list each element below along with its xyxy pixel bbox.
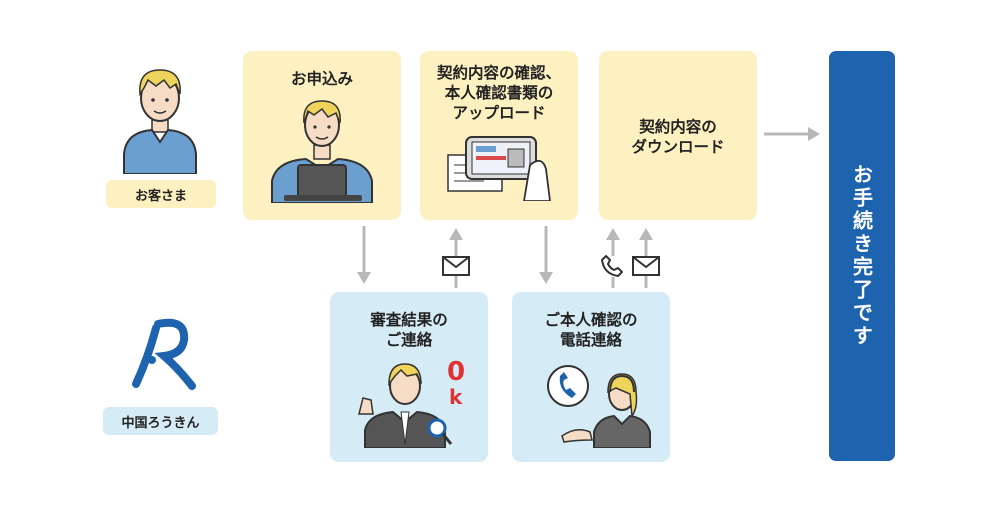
operator-illustration — [547, 365, 651, 448]
step-confirm-upload: 契約内容の確認、 本人確認書類の アップロード — [420, 51, 578, 220]
step-download: 契約内容の ダウンロード — [599, 51, 757, 220]
staff-ok-illustration: 0 k — [358, 357, 465, 448]
mail-icon — [442, 256, 470, 276]
phone-icon — [601, 255, 623, 277]
step-review-result-title: 審査結果の ご連絡 — [370, 311, 448, 349]
smartphone-document-illustration — [447, 136, 551, 201]
connector-line — [611, 277, 615, 288]
arrow-up-icon — [639, 228, 653, 256]
arrow-right-icon — [764, 127, 820, 141]
arrow-up-icon — [606, 228, 620, 256]
complete-banner: お手続き完了です — [829, 51, 895, 461]
arrow-up-icon — [449, 228, 463, 256]
step-review-result: 審査結果の ご連絡 0 k — [330, 292, 488, 462]
step-phone-check: ご本人確認の 電話連絡 — [512, 292, 670, 462]
rokin-r-logo — [128, 314, 198, 390]
connector-line — [644, 276, 648, 288]
arrow-down-icon — [357, 226, 371, 284]
step-download-title: 契約内容の ダウンロード — [631, 118, 725, 156]
mail-icon — [632, 256, 660, 276]
step-phone-check-title: ご本人確認の 電話連絡 — [544, 311, 638, 349]
arrow-down-icon — [539, 226, 553, 284]
svg-text:k: k — [449, 385, 463, 409]
customer-label: お客さま — [106, 180, 216, 208]
step-apply-title: お申込み — [290, 70, 353, 88]
step-confirm-upload-title: 契約内容の確認、 本人確認書類の アップロード — [436, 64, 561, 122]
ok-sign: 0 — [447, 357, 465, 387]
complete-text: お手続き完了です — [849, 164, 874, 348]
customer-avatar — [112, 58, 208, 174]
step-apply: お申込み — [243, 51, 401, 220]
bank-label: 中国ろうきん — [103, 407, 218, 435]
person-at-laptop-illustration — [271, 100, 373, 203]
connector-line — [454, 276, 458, 288]
